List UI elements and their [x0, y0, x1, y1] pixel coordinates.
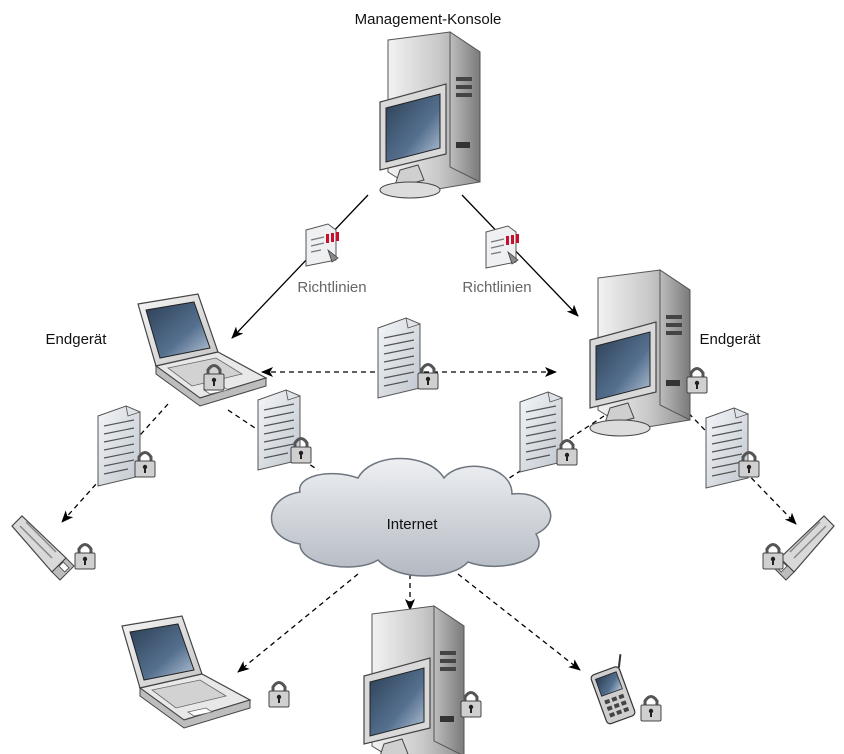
policy-right-label: Richtlinien — [462, 279, 531, 296]
lock-icon — [416, 363, 440, 391]
document-right-inner — [519, 391, 579, 473]
laptop-icon — [121, 615, 251, 729]
policy-document-icon — [485, 225, 520, 269]
document-right-outer — [705, 407, 761, 489]
server-icon — [379, 31, 481, 199]
management-console: Management-Konsole — [355, 11, 502, 199]
usb-left — [11, 515, 97, 581]
console-to-right-endpoint-arrow — [461, 194, 579, 317]
document-icon — [519, 391, 563, 473]
laptop-icon — [137, 293, 267, 407]
usb-stick-icon — [11, 515, 75, 581]
lock-icon — [459, 691, 483, 719]
internet-to-pda-arrow — [457, 573, 581, 671]
policy-left: Richtlinien — [297, 223, 367, 296]
connections — [61, 194, 797, 673]
endpoint-left-label: Endgerät — [46, 331, 108, 348]
bottom-laptop — [121, 615, 291, 729]
internet-label: Internet — [387, 516, 439, 533]
endpoint-left: Endgerät — [46, 293, 267, 407]
endpoint-right-label: Endgerät — [700, 331, 762, 348]
document-left-inner — [257, 389, 313, 471]
policy-document-icon — [305, 223, 340, 267]
lock-icon — [133, 451, 157, 479]
usb-right — [761, 515, 835, 581]
document-icon — [377, 317, 421, 399]
lock-icon — [639, 695, 663, 723]
lock-icon — [555, 439, 579, 467]
lock-icon — [73, 543, 97, 571]
document-left-outer — [97, 405, 157, 487]
policy-left-label: Richtlinien — [297, 279, 366, 296]
management-console-label: Management-Konsole — [355, 11, 502, 28]
pda-icon — [590, 654, 636, 725]
internet-cloud: Internet — [270, 457, 552, 577]
lock-icon — [761, 543, 785, 571]
document-center — [377, 317, 440, 399]
cloud-icon — [270, 457, 552, 577]
endpoint-right: Endgerät — [589, 269, 762, 437]
lock-icon — [685, 367, 709, 395]
bottom-pda — [590, 654, 663, 725]
lock-icon — [737, 451, 761, 479]
lock-icon — [289, 437, 313, 465]
internet-to-laptop-arrow — [237, 573, 359, 673]
console-to-left-endpoint-arrow — [231, 194, 369, 339]
lock-icon — [267, 681, 291, 709]
server-icon — [363, 605, 465, 754]
server-icon — [589, 269, 691, 437]
document-icon — [97, 405, 141, 487]
bottom-server — [363, 605, 483, 754]
usb-stick-icon — [771, 515, 835, 581]
policy-right: Richtlinien — [462, 225, 532, 296]
